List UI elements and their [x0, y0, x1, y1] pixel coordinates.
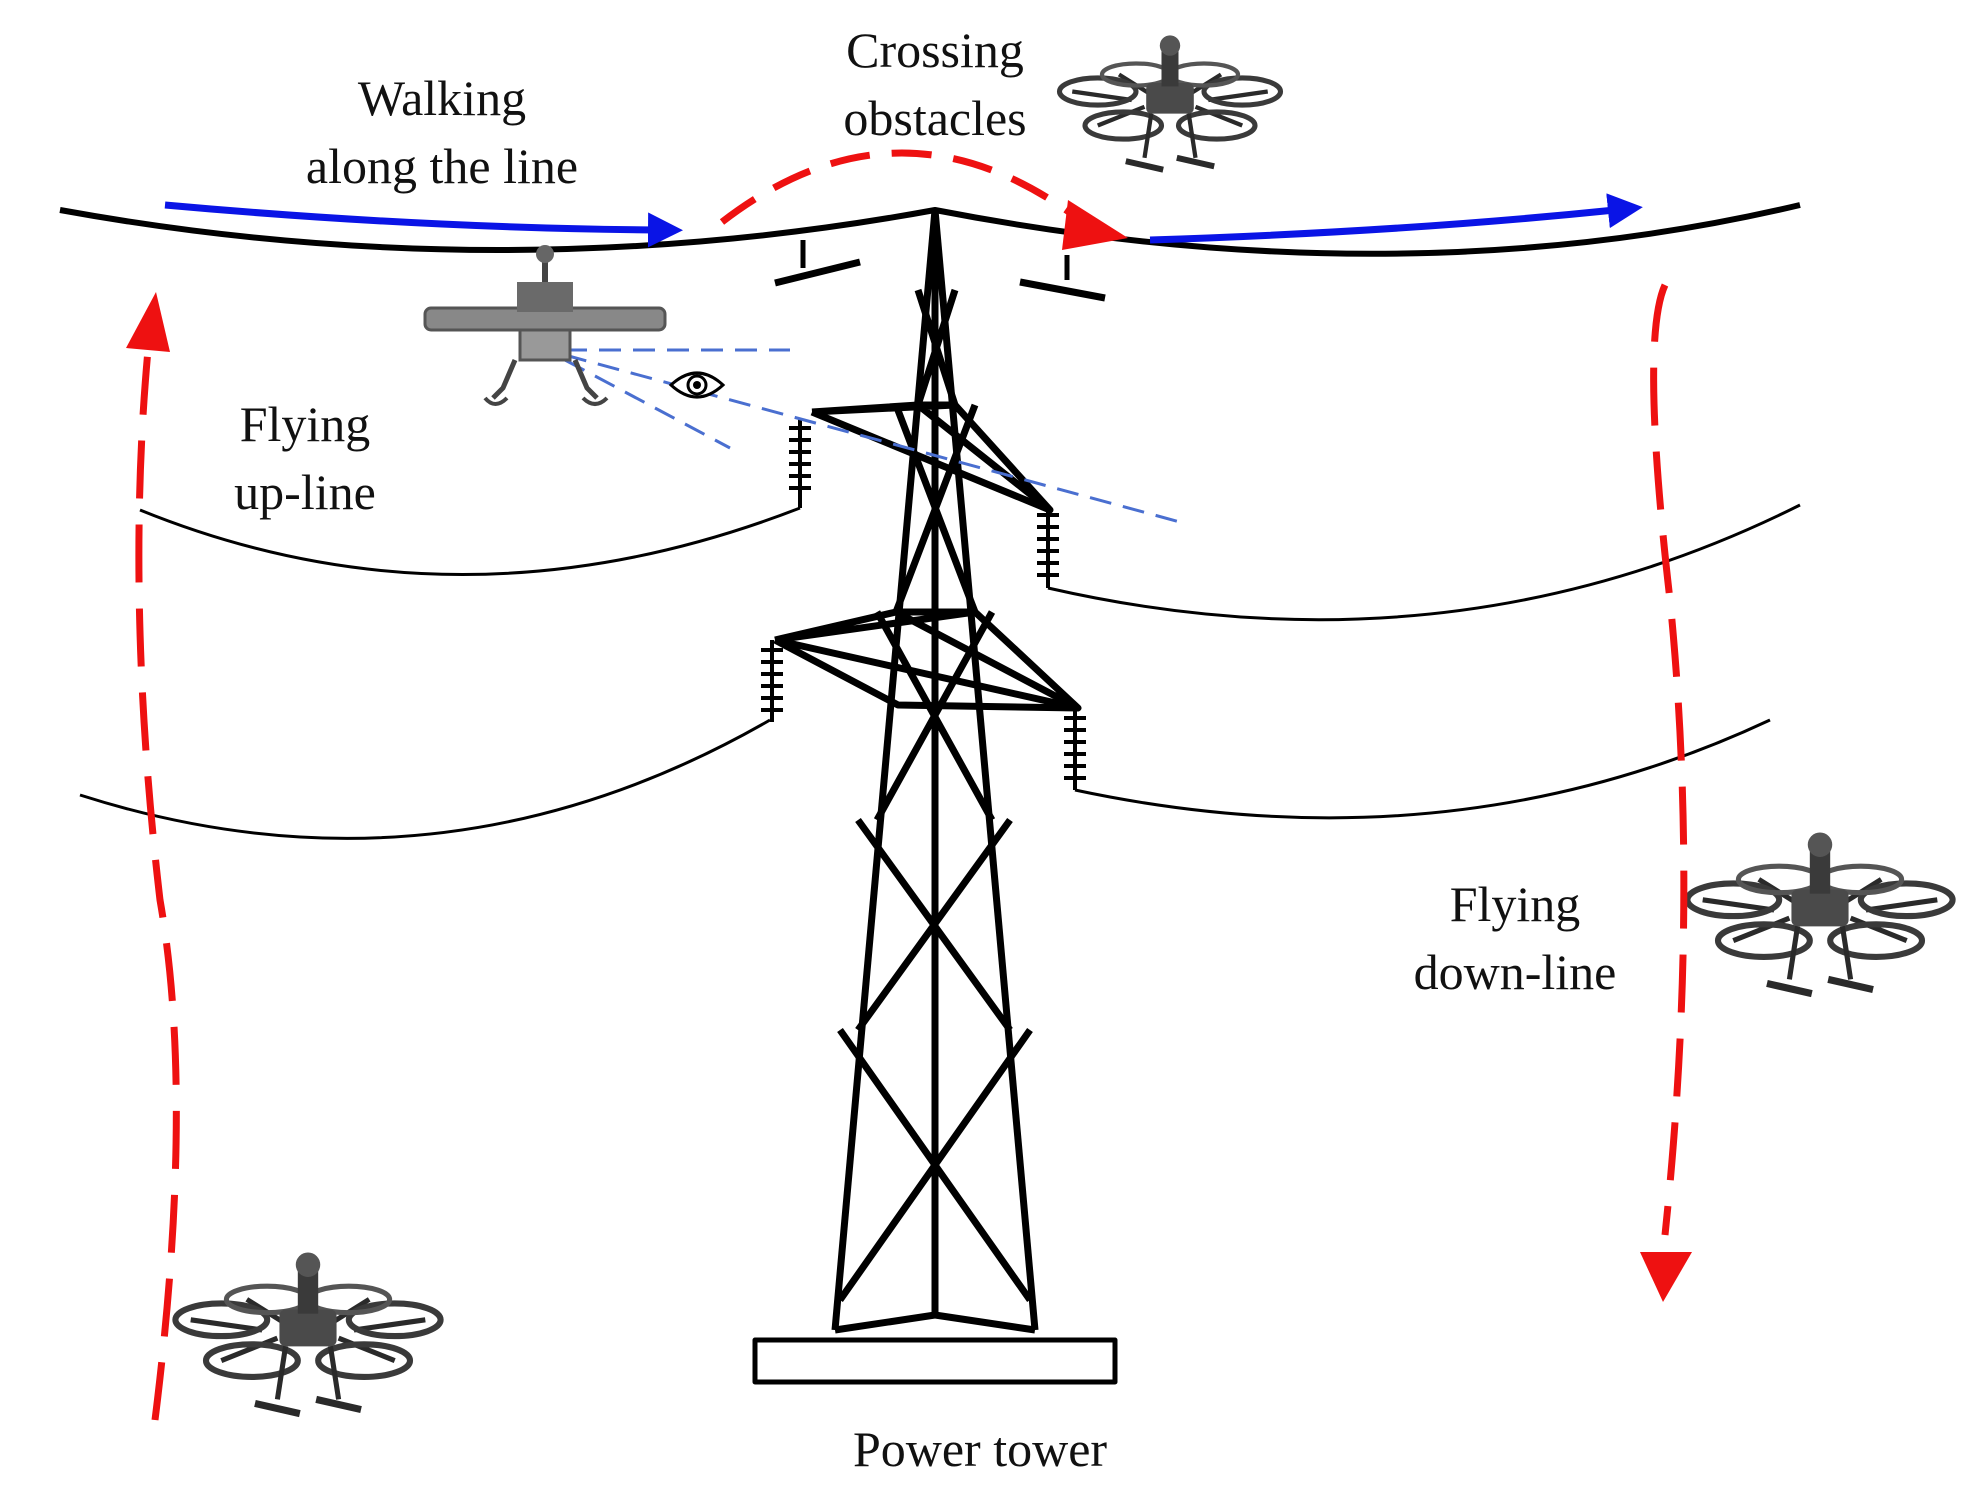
- flying-up-label: Flying up-line: [190, 390, 420, 526]
- crossing-label-line1: Crossing: [846, 22, 1024, 78]
- conductor-right-lower: [1074, 718, 1771, 820]
- flying-down-label-line1: Flying: [1449, 876, 1581, 932]
- insulator-left-upper: [789, 418, 811, 508]
- flying-up-arrowhead: [126, 292, 170, 352]
- crossing-obstacles-path: [719, 149, 1083, 225]
- crossing-arrowhead: [1062, 200, 1128, 250]
- drone-top-right-icon: [1060, 35, 1281, 169]
- flying-down-arrowhead: [1640, 1252, 1692, 1302]
- drone-bottom-left-icon: [175, 1252, 440, 1413]
- crossing-label: Crossing obstacles: [800, 16, 1070, 152]
- flying-down-label-line2: down-line: [1413, 944, 1617, 1000]
- walking-arrow-right: [1149, 193, 1643, 244]
- flying-down-label: Flying down-line: [1380, 870, 1650, 1006]
- flying-up-label-line1: Flying: [239, 396, 371, 452]
- crossing-label-line2: obstacles: [843, 90, 1027, 146]
- insulator-left-lower: [761, 640, 783, 722]
- insulator-right-lower: [1064, 708, 1086, 790]
- insulator-right-upper: [1037, 505, 1059, 588]
- eye-icon: [668, 371, 726, 399]
- walking-label: Walking along the line: [262, 64, 622, 200]
- left-wire-clamp: [774, 240, 861, 287]
- flying-up-label-line2: up-line: [234, 464, 376, 520]
- drone-right-icon: [1687, 832, 1952, 993]
- walking-arrow-left: [164, 201, 683, 248]
- power-tower: [752, 209, 1118, 1385]
- walking-label-line1: Walking: [357, 70, 527, 126]
- camera-view-lines: [564, 348, 1181, 524]
- conductor-left-upper: [139, 506, 801, 576]
- right-wire-clamp: [1019, 255, 1106, 302]
- power-tower-label: Power tower: [770, 1415, 1190, 1483]
- flying-up-path: [135, 349, 180, 1421]
- flying-down-path: [1650, 283, 1688, 1236]
- conductor-left-lower: [79, 718, 771, 840]
- power-tower-label-text: Power tower: [852, 1421, 1108, 1477]
- conductor-right-upper: [1047, 503, 1801, 622]
- line-walking-robot-icon: [423, 245, 667, 406]
- walking-label-line2: along the line: [305, 138, 579, 194]
